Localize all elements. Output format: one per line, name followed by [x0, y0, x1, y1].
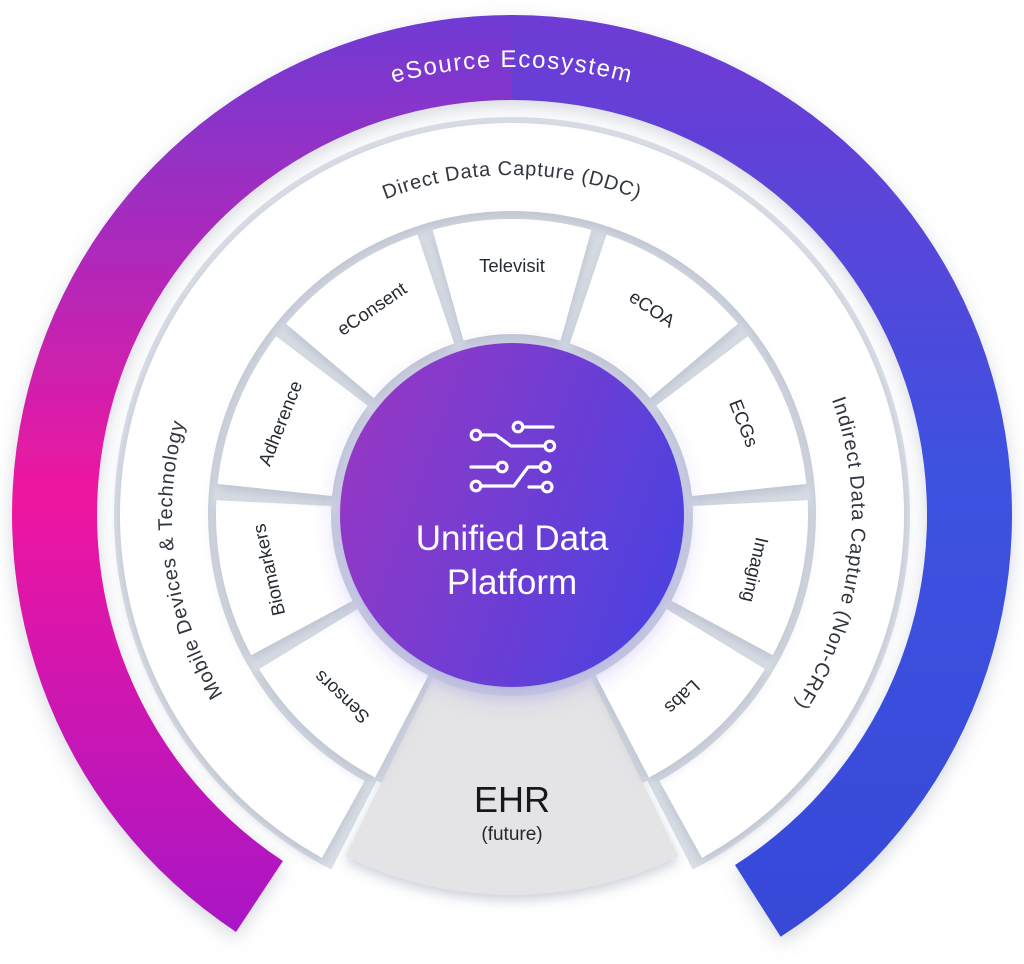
segment-wedge-televisit: [432, 219, 592, 341]
center-label-line2: Platform: [447, 563, 577, 602]
circuit-trace: [479, 465, 542, 488]
circuit-node: [540, 480, 554, 494]
outer-ring-right-arc: [512, 15, 1013, 937]
circuit-icon: [469, 420, 557, 494]
segment-label-televisit: Televisit: [479, 255, 545, 276]
segment-wedge-adherence: [217, 336, 368, 496]
circuit-node: [538, 460, 552, 474]
segment-wedge-imaging: [671, 500, 808, 656]
center-label-line1: Unified Data: [416, 519, 609, 558]
segment-wedge-labs: [595, 609, 765, 778]
circuit-node: [495, 460, 509, 474]
unified-data-platform-circle: [340, 343, 684, 687]
circuit-node: [543, 439, 557, 453]
outer-ring-group: [12, 15, 1013, 937]
segments-group: [216, 219, 808, 778]
ehr-sublabel: (future): [481, 824, 542, 845]
ehr-label: EHR: [474, 779, 550, 820]
segment-wedge-sensors: [259, 609, 429, 778]
outer-ring-left-arc: [12, 15, 515, 932]
segment-wedge-econsent: [286, 234, 455, 399]
segment-wedge-ecgs: [656, 336, 807, 496]
segment-wedge-ecoa: [569, 234, 738, 399]
circuit-trace: [479, 433, 547, 448]
segment-wedge-biomarkers: [216, 500, 353, 656]
ehr-wedge-group: [345, 677, 679, 895]
ehr-wedge: [345, 677, 679, 895]
